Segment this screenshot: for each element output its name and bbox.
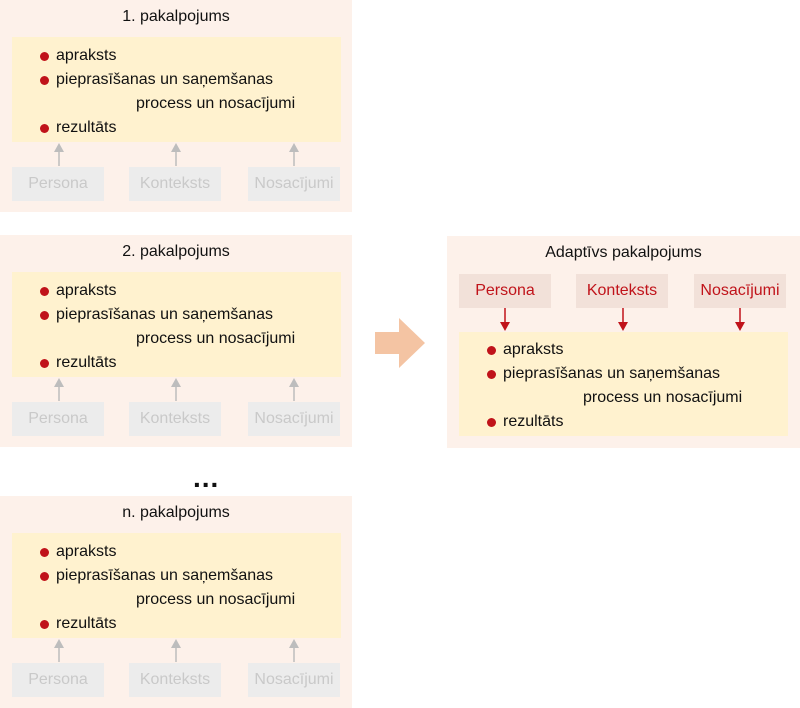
- service-panel-n: n. pakalpojums apraksts pieprasīšanas un…: [0, 496, 352, 708]
- adaptive-bullet-list: apraksts pieprasīšanas un saņemšanas proc…: [487, 338, 742, 434]
- arrow-up-icon: [289, 639, 299, 662]
- bullet-icon: [40, 572, 49, 581]
- tag-persona: Persona: [12, 402, 104, 436]
- arrow-up-icon: [289, 143, 299, 166]
- bullet-icon: [487, 370, 496, 379]
- bullet-text: apraksts: [56, 47, 117, 64]
- service-bullet-list: apraksts pieprasīšanas un saņemšanas proc…: [40, 44, 295, 140]
- service-panel-2: 2. pakalpojums apraksts pieprasīšanas un…: [0, 235, 352, 447]
- bullet-text: pieprasīšanas un saņemšanas: [56, 306, 274, 323]
- bullet-item: rezultāts: [40, 612, 295, 636]
- tag-nosacijumi: Nosacījumi: [248, 663, 340, 697]
- bullet-text: pieprasīšanas un saņemšanas: [56, 71, 274, 88]
- bullet-icon: [40, 287, 49, 296]
- bullet-text: apraksts: [56, 543, 117, 560]
- adaptive-service-panel: Adaptīvs pakalpojums Persona Konteksts N…: [447, 236, 800, 448]
- bullet-text-continuation: process un nosacījumi: [583, 389, 743, 406]
- bullet-text-continuation: process un nosacījumi: [136, 330, 296, 347]
- bullet-item: pieprasīšanas un saņemšanas process un no…: [40, 68, 295, 116]
- bullet-item: pieprasīšanas un saņemšanas process un no…: [487, 362, 742, 410]
- bullet-item: apraksts: [40, 540, 295, 564]
- ellipsis: ...: [193, 462, 220, 493]
- arrow-up-icon: [54, 378, 64, 401]
- service-content-box: apraksts pieprasīšanas un saņemšanas proc…: [12, 272, 341, 377]
- tag-nosacijumi-active: Nosacījumi: [694, 274, 786, 308]
- bullet-text-continuation: process un nosacījumi: [136, 591, 296, 608]
- arrow-down-icon: [500, 308, 510, 331]
- arrow-up-icon: [171, 639, 181, 662]
- bullet-text: pieprasīšanas un saņemšanas: [503, 365, 721, 382]
- service-panel-1: 1. pakalpojums apraksts pieprasīšanas un…: [0, 0, 352, 212]
- bullet-icon: [40, 548, 49, 557]
- bullet-item: apraksts: [487, 338, 742, 362]
- adaptive-title: Adaptīvs pakalpojums: [545, 244, 702, 261]
- service-bullet-list: apraksts pieprasīšanas un saņemšanas proc…: [40, 279, 295, 375]
- bullet-icon: [487, 418, 496, 427]
- bullet-text: rezultāts: [56, 119, 117, 136]
- arrow-up-icon: [171, 378, 181, 401]
- tag-konteksts-active: Konteksts: [576, 274, 668, 308]
- bullet-icon: [40, 124, 49, 133]
- service-title: n. pakalpojums: [122, 504, 230, 521]
- service-content-box: apraksts pieprasīšanas un saņemšanas proc…: [12, 533, 341, 638]
- service-content-box: apraksts pieprasīšanas un saņemšanas proc…: [12, 37, 341, 142]
- service-title: 1. pakalpojums: [122, 8, 230, 25]
- tag-nosacijumi: Nosacījumi: [248, 402, 340, 436]
- bullet-item: pieprasīšanas un saņemšanas process un no…: [40, 564, 295, 612]
- bullet-item: apraksts: [40, 279, 295, 303]
- tag-nosacijumi: Nosacījumi: [248, 167, 340, 201]
- tag-persona-active: Persona: [459, 274, 551, 308]
- bullet-text: rezultāts: [56, 615, 117, 632]
- arrow-down-icon: [618, 308, 628, 331]
- adaptive-content-box: apraksts pieprasīšanas un saņemšanas proc…: [459, 332, 788, 436]
- bullet-text: rezultāts: [503, 413, 564, 430]
- bullet-icon: [40, 311, 49, 320]
- bullet-icon: [40, 620, 49, 629]
- service-title: 2. pakalpojums: [122, 243, 230, 260]
- bullet-item: pieprasīšanas un saņemšanas process un no…: [40, 303, 295, 351]
- bullet-item: rezultāts: [487, 410, 742, 434]
- tag-persona: Persona: [12, 663, 104, 697]
- bullet-item: apraksts: [40, 44, 295, 68]
- arrow-up-icon: [54, 143, 64, 166]
- bullet-text: apraksts: [503, 341, 564, 358]
- bullet-icon: [40, 359, 49, 368]
- right-arrow-icon: [375, 318, 425, 368]
- arrow-up-icon: [289, 378, 299, 401]
- bullet-text-continuation: process un nosacījumi: [136, 95, 296, 112]
- arrow-down-icon: [735, 308, 745, 331]
- bullet-item: rezultāts: [40, 116, 295, 140]
- bullet-text: rezultāts: [56, 354, 117, 371]
- arrow-up-icon: [54, 639, 64, 662]
- tag-konteksts: Konteksts: [129, 663, 221, 697]
- bullet-item: rezultāts: [40, 351, 295, 375]
- bullet-icon: [487, 346, 496, 355]
- bullet-text: apraksts: [56, 282, 117, 299]
- tag-persona: Persona: [12, 167, 104, 201]
- tag-konteksts: Konteksts: [129, 167, 221, 201]
- tag-konteksts: Konteksts: [129, 402, 221, 436]
- service-bullet-list: apraksts pieprasīšanas un saņemšanas proc…: [40, 540, 295, 636]
- bullet-icon: [40, 52, 49, 61]
- bullet-icon: [40, 76, 49, 85]
- arrow-up-icon: [171, 143, 181, 166]
- bullet-text: pieprasīšanas un saņemšanas: [56, 567, 274, 584]
